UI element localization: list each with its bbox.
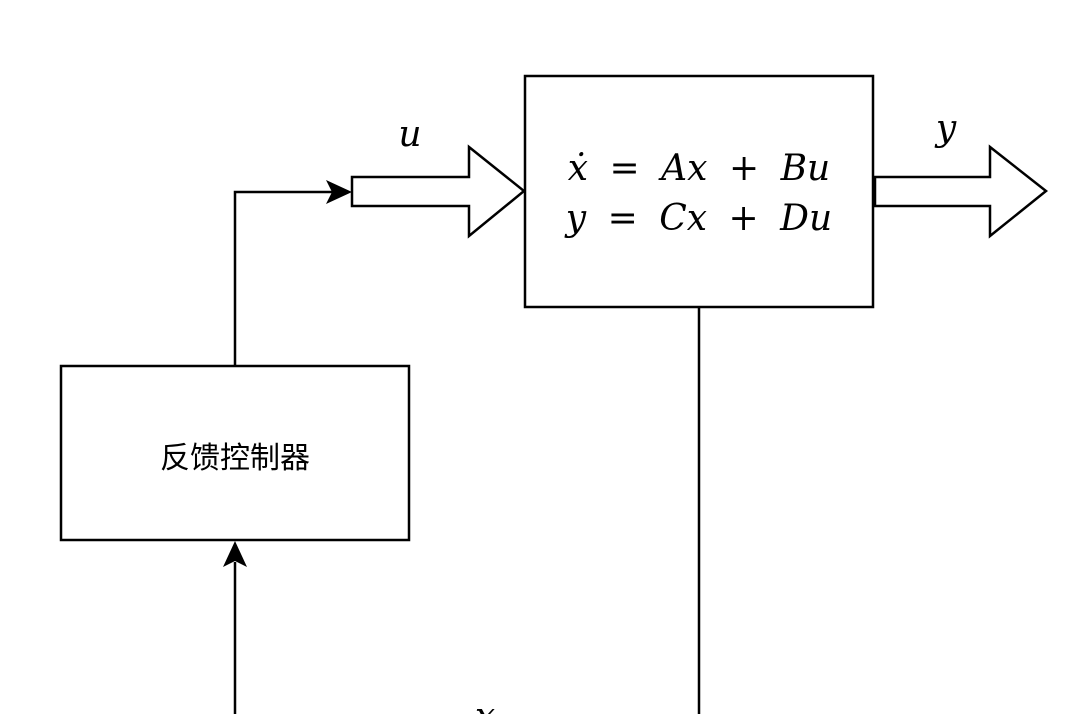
controller-label: 反馈控制器 <box>160 441 310 476</box>
equals-sign: = <box>608 198 638 239</box>
plus-sign: + <box>729 148 759 189</box>
term-ax: Ax <box>658 148 707 189</box>
plus-sign: + <box>729 198 759 239</box>
control-signal-arrowhead <box>326 180 352 204</box>
equals-sign: = <box>610 148 640 189</box>
term-cx: Cx <box>659 198 707 239</box>
term-du: Du <box>779 198 832 239</box>
feedback-input-arrowhead <box>223 541 247 567</box>
term-bu: Bu <box>780 148 831 189</box>
control-signal-wire <box>233 190 332 366</box>
output-signal-label: y <box>934 108 957 149</box>
state-signal-label: x <box>475 696 495 714</box>
controller-block <box>59 364 411 542</box>
output-symbol: y <box>564 198 587 239</box>
state-derivative-symbol: ẋ <box>568 148 588 189</box>
input-signal-label: u <box>398 114 421 155</box>
state-equation: ẋ = Ax + Bu <box>568 148 830 189</box>
output-equation: y = Cx + Du <box>564 198 832 239</box>
output-arrow <box>873 144 1049 239</box>
input-arrow <box>350 144 526 239</box>
plant-block <box>523 74 875 309</box>
